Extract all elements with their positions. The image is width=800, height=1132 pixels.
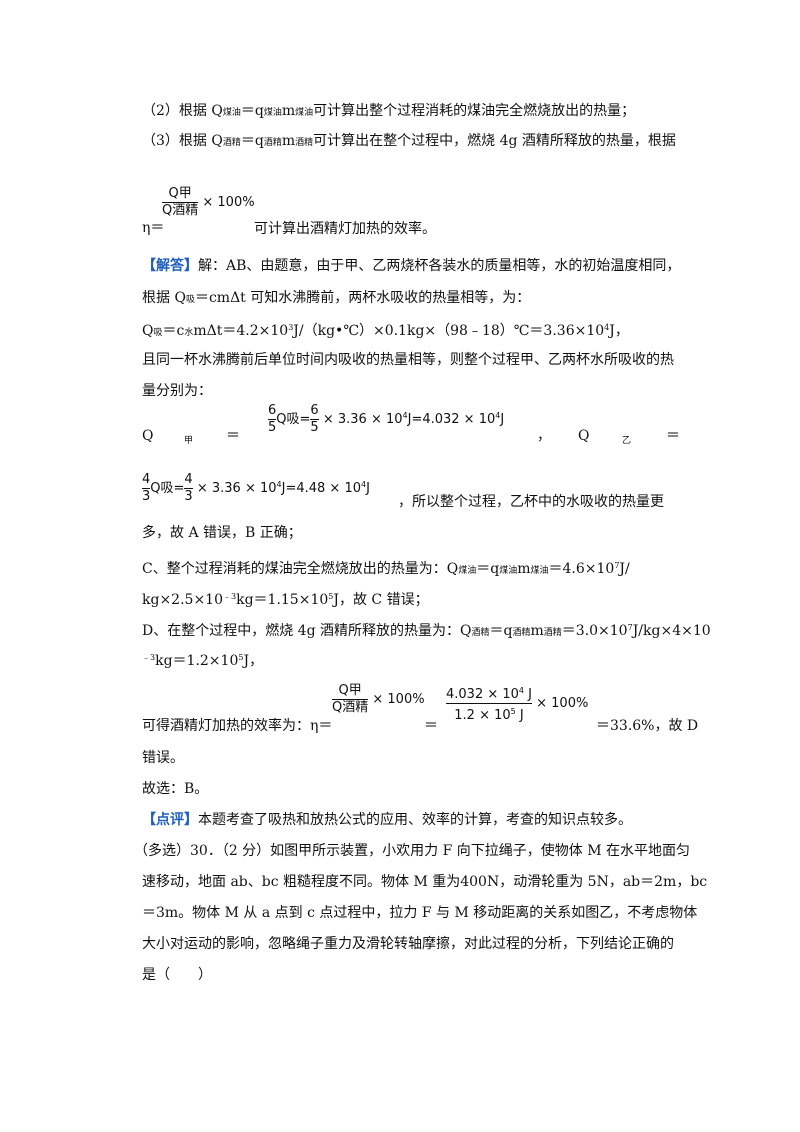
answer-line: 故选：B。 xyxy=(142,781,209,797)
q30-line-3: ＝3m。物体 M 从 a 点到 c 点过程中，拉力 F 与 M 移动距离的关系如… xyxy=(142,905,698,921)
analysis-line-2: （2）根据 Q煤油＝q煤油m煤油可计算出整个过程消耗的煤油完全燃烧放出的热量； xyxy=(142,103,636,119)
q-jia-label: Q xyxy=(142,428,154,444)
analysis-line-3: （3）根据 Q酒精＝q酒精m酒精可计算出在整个过程中，燃烧 4g 酒精所释放的热… xyxy=(142,133,676,149)
efficiency-equals: ＝ xyxy=(424,718,438,734)
efficiency-result: ＝33.6%，故 D xyxy=(596,718,699,734)
q30-line-2: 速移动，地面 ab、bc 粗糙程度不同。物体 M 重为400N，动滑轮重为 5N… xyxy=(142,874,708,890)
q30-line-5: 是（ ） xyxy=(142,967,212,983)
solution-line-c2: kg×2.5×10﹣3kg＝1.15×105J，故 C 错误； xyxy=(142,592,429,608)
solution-line-5: 量分别为： xyxy=(142,383,212,399)
solution-line-d: D、在整个过程中，燃烧 4g 酒精所释放的热量为：Q酒精＝q酒精m酒精＝3.0×… xyxy=(142,623,711,639)
q-jia-equals: ＝ xyxy=(226,428,240,444)
q-yi-sub: 乙 xyxy=(622,436,632,446)
comment-line: 【点评】本题考查了吸热和放热公式的应用、效率的计算，考查的知识点较多。 xyxy=(142,812,632,828)
solution-line-1: 【解答】解：AB、由题意，由于甲、乙两烧杯各装水的质量相等，水的初始温度相同， xyxy=(142,258,681,274)
solution-line-ab: 多，故 A 错误，B 正确； xyxy=(142,525,302,541)
q-jia-comma: ， xyxy=(537,428,551,444)
solution-line-3: Q吸＝c水mΔt＝4.2×103J/（kg•℃）×0.1kg×（98﹣18）℃＝… xyxy=(142,323,629,339)
solution-line-2: 根据 Q吸＝cmΔt 可知水沸腾前，两杯水吸收的热量相等，为： xyxy=(142,290,531,306)
q-jia-sub: 甲 xyxy=(184,436,194,446)
q-yi-equals: ＝ xyxy=(666,428,680,444)
efficiency-result-prefix: 可得酒精灯加热的效率为：η＝ xyxy=(142,718,333,734)
q-yi-conclusion: ，所以整个过程，乙杯中的水吸收的热量更 xyxy=(398,494,664,510)
solution-line-4: 且同一杯水沸腾前后单位时间内吸收的热量相等，则整个过程甲、乙两杯水所吸收的热 xyxy=(142,352,674,368)
q30-line-1: （多选）30．（2 分）如图甲所示装置，小欢用力 F 向下拉绳子，使物体 M 在… xyxy=(134,843,691,859)
solution-line-c: C、整个过程消耗的煤油完全燃烧放出的热量为：Q煤油＝q煤油m煤油＝4.6×107… xyxy=(142,561,630,577)
q30-line-4: 大小对运动的影响，忽略绳子重力及滑轮转轴摩擦，对此过程的分析，下列结论正确的 xyxy=(142,936,674,952)
solution-line-d3: 错误。 xyxy=(142,750,184,766)
q-yi-label: Q xyxy=(578,428,590,444)
solution-tag: 【解答】 xyxy=(142,258,198,274)
eta-symbol: η＝ xyxy=(142,220,165,236)
comment-tag: 【点评】 xyxy=(142,812,198,828)
efficiency-note: 可计算出酒精灯加热的效率。 xyxy=(254,221,436,237)
solution-line-d2: ﹣3kg＝1.2×105J， xyxy=(142,653,264,669)
